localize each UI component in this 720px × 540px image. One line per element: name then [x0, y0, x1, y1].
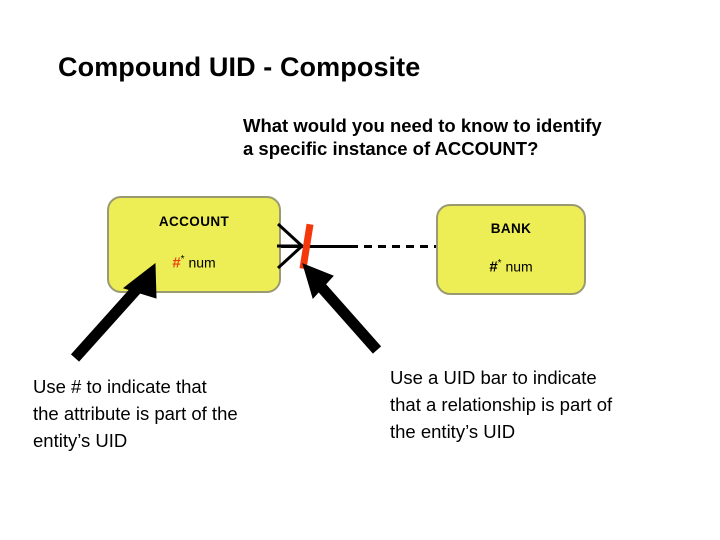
entity-name-account: ACCOUNT — [158, 214, 230, 229]
question-text: What would you need to know to identify … — [243, 114, 720, 160]
uid-hash-icon: # — [172, 254, 181, 272]
mandatory-asterisk-icon: * — [497, 258, 502, 269]
caption-right-line-3: the entity’s UID — [390, 421, 516, 442]
entity-name-bank: BANK — [490, 221, 532, 236]
caption-right-line-1: Use a UID bar to indicate — [390, 367, 597, 388]
question-line-1: What would you need to know to identify — [243, 115, 602, 136]
question-line-2: a specific instance of ACCOUNT? — [243, 138, 539, 159]
caption-left-line-1: Use # to indicate that — [33, 376, 207, 397]
entity-attribute-bank: #* num — [438, 258, 584, 276]
attribute-name-bank: num — [505, 258, 533, 275]
caption-right: Use a UID bar to indicate that a relatio… — [390, 364, 690, 445]
relationship-line-solid — [281, 245, 351, 248]
caption-left-line-3: entity’s UID — [33, 430, 128, 451]
page-title: Compound UID - Composite — [58, 52, 421, 82]
attribute-name-account: num — [188, 254, 216, 271]
mandatory-asterisk-icon: * — [180, 254, 185, 265]
caption-left-line-2: the attribute is part of the — [33, 403, 238, 424]
entity-box-bank[interactable]: BANK #* num — [436, 204, 586, 295]
entity-box-account[interactable]: ACCOUNT #* num — [107, 196, 281, 293]
entity-attribute-account: #* num — [109, 254, 279, 272]
caption-left: Use # to indicate that the attribute is … — [33, 373, 343, 454]
caption-right-line-2: that a relationship is part of — [390, 394, 613, 415]
arrow-to-uid-hash-icon — [70, 263, 157, 362]
relationship-line-dashed — [350, 245, 437, 248]
hash-icon: # — [489, 258, 498, 276]
arrow-to-uid-bar-icon — [302, 263, 382, 354]
